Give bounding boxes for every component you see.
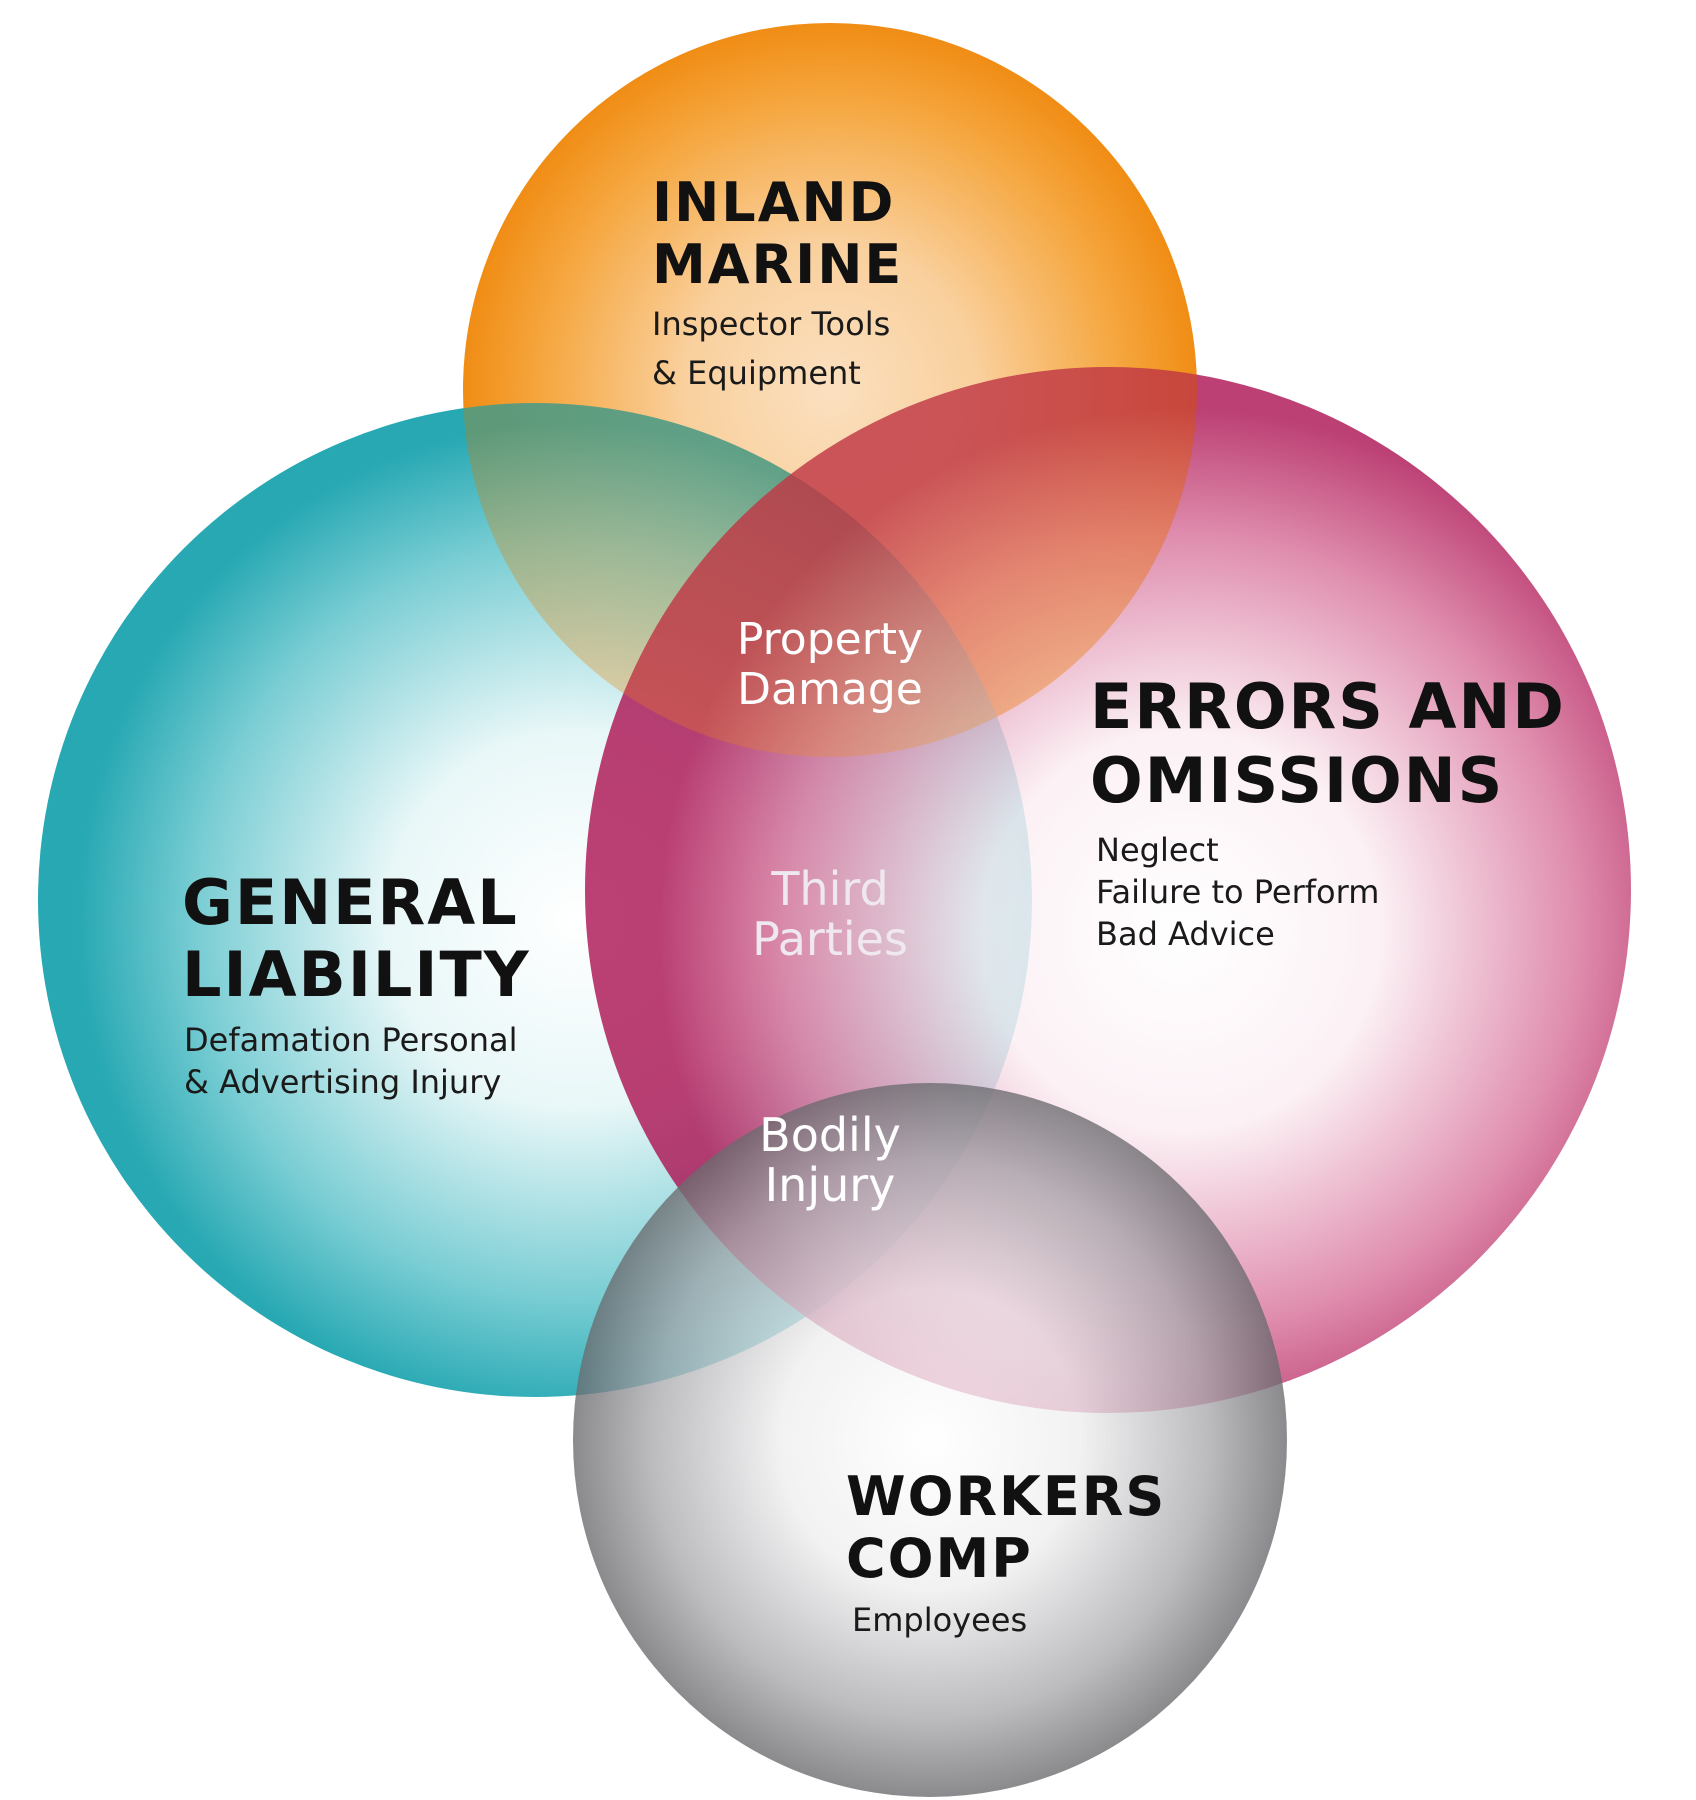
third-parties-label: Third Parties (752, 862, 908, 966)
property-damage-label: Property Damage (736, 614, 924, 715)
general-liability-details: Defamation Personal & Advertising Injury (184, 1021, 518, 1101)
errors-and-omissions-title: ERRORS AND OMISSIONS (1090, 670, 1566, 817)
inland-marine-overlap-tint (463, 23, 1197, 757)
general-liability-title: GENERAL LIABILITY (182, 866, 531, 1011)
workers-comp-circle (573, 1083, 1287, 1797)
inland-marine-details: Inspector Tools & Equipment (652, 305, 891, 392)
inland-marine-title: INLAND MARINE (652, 171, 904, 296)
workers-comp-details: Employees (852, 1601, 1028, 1639)
errors-and-omissions-details: Neglect Failure to Perform Bad Advice (1096, 831, 1380, 953)
bodily-injury-label: Bodily Injury (759, 1108, 901, 1212)
workers-comp-title: WORKERS COMP (846, 1465, 1167, 1590)
